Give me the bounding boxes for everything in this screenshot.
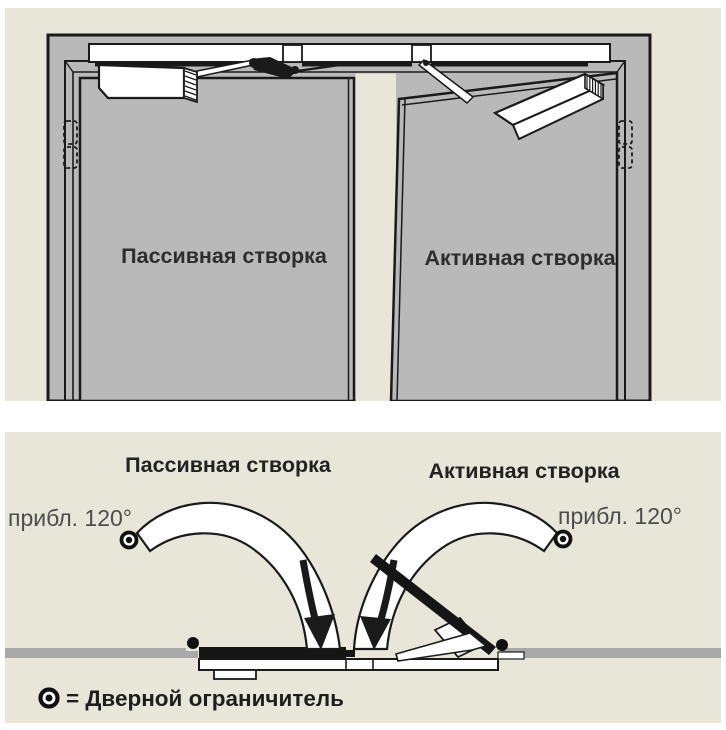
passive-hinge-dot bbox=[187, 637, 199, 649]
front-passive-leaf-label: Пассивная створка bbox=[121, 244, 328, 268]
rail-slider-block bbox=[282, 44, 303, 63]
plan-passive-leaf-bar bbox=[199, 647, 355, 658]
closer-linkage bbox=[249, 57, 299, 79]
active-swing-arc bbox=[352, 501, 559, 651]
rail-slider-block bbox=[411, 44, 432, 63]
plan-active-leaf-label: Активная створка bbox=[428, 459, 620, 483]
plan-view-panel: Пассивная створка Активная створка прибл… bbox=[5, 432, 721, 723]
active-swing-arrow-icon bbox=[360, 559, 398, 650]
leaf-gap bbox=[355, 73, 396, 401]
passive-swing-arrow-icon bbox=[299, 559, 335, 650]
active-leaf bbox=[389, 71, 619, 401]
plan-active-leaf-bar bbox=[370, 554, 496, 655]
slide-rail bbox=[88, 43, 611, 67]
left-hinge-icon bbox=[63, 120, 78, 169]
active-door-closer bbox=[417, 59, 606, 141]
right-angle-label: прибл. 120° bbox=[558, 503, 682, 529]
passive-leaf bbox=[78, 76, 356, 401]
left-angle-label: прибл. 120° bbox=[8, 505, 132, 531]
left-door-limiter-icon bbox=[119, 530, 139, 550]
right-door-limiter-icon bbox=[553, 529, 573, 549]
plan-panel-background bbox=[5, 432, 721, 723]
plan-wall bbox=[5, 648, 721, 658]
plan-active-leaf-open bbox=[370, 554, 496, 662]
right-hinge-icon bbox=[618, 120, 633, 169]
front-view-panel: Пассивная створка Активная створка bbox=[5, 8, 721, 401]
plan-active-closer-arm bbox=[395, 632, 488, 662]
legend-label: = Дверной ограничитель bbox=[66, 686, 344, 711]
legend: = Дверной ограничитель bbox=[38, 686, 344, 711]
plan-slide-rail bbox=[198, 651, 525, 680]
active-hinge-dot bbox=[496, 639, 508, 651]
front-active-leaf-label: Активная створка bbox=[424, 246, 616, 270]
passive-swing-arc bbox=[135, 501, 342, 651]
passive-door-closer bbox=[97, 57, 348, 104]
plan-passive-leaf-label: Пассивная створка bbox=[125, 453, 332, 477]
door-limiter-icon bbox=[38, 687, 60, 709]
